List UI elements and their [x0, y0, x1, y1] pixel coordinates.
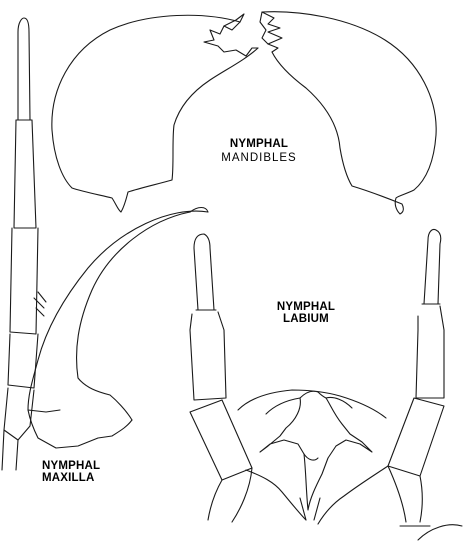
maxilla: [28, 208, 208, 449]
mandibles-label: NYMPHAL MANDIBLES: [205, 139, 313, 164]
corner-fragment: [400, 525, 462, 540]
maxilla-label-line2: MAXILLA: [42, 473, 132, 485]
labium: [190, 229, 444, 524]
mandibles-label-line1: NYMPHAL: [205, 139, 313, 151]
left-palp: [2, 18, 38, 470]
maxilla-label: NYMPHAL MAXILLA: [42, 461, 132, 484]
labium-label: NYMPHAL LABIUM: [265, 302, 347, 325]
labium-label-line1: NYMPHAL: [265, 302, 347, 314]
right-mandible: [260, 12, 436, 214]
maxilla-label-line1: NYMPHAL: [42, 461, 132, 473]
mandibles-label-line2: MANDIBLES: [205, 153, 313, 165]
left-mandible: [52, 14, 258, 212]
labium-label-line2: LABIUM: [265, 314, 347, 326]
